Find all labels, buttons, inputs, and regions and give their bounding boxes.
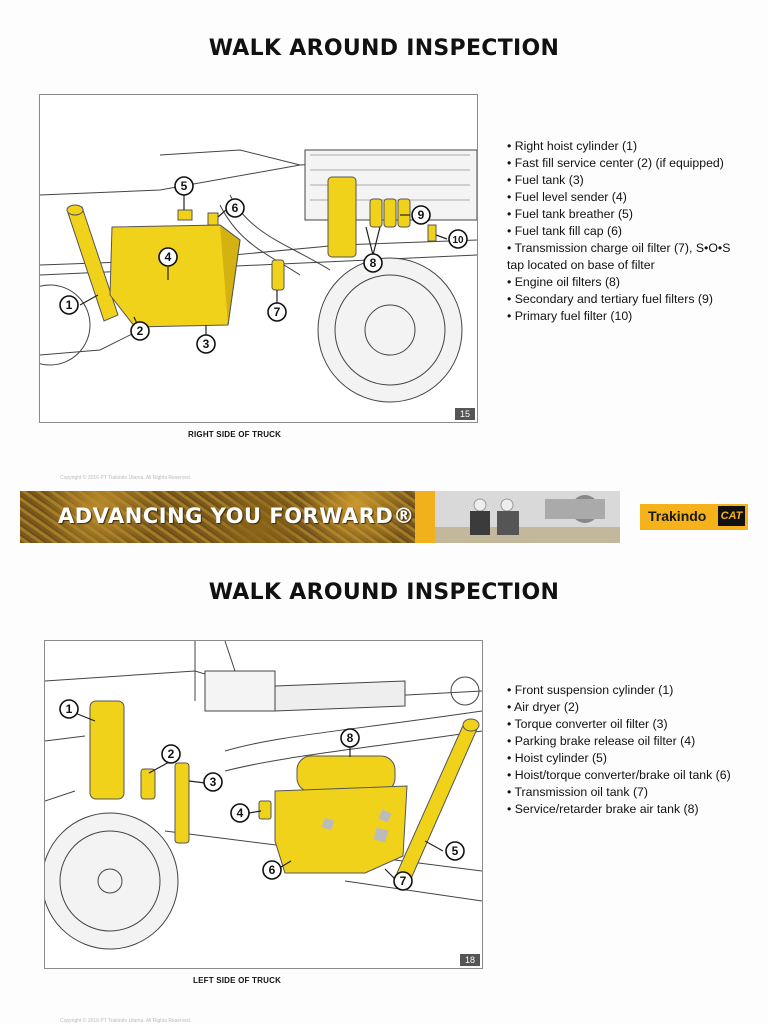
page-number: 18 <box>459 954 480 966</box>
callout-1: 1 <box>59 295 79 315</box>
svg-text:8: 8 <box>370 256 377 270</box>
slide-left-side: WALK AROUND INSPECTION <box>0 545 768 1024</box>
list-item: Parking brake release oil filter (4) <box>507 733 737 750</box>
brand-name: Trakindo <box>648 508 707 524</box>
svg-text:3: 3 <box>203 337 210 351</box>
copyright: Copyright © 2016 PT Trakindo Utama. All … <box>60 1018 192 1024</box>
list-item: Torque converter oil filter (3) <box>507 716 737 733</box>
svg-text:4: 4 <box>165 250 172 264</box>
callout-2: 2 <box>161 744 181 764</box>
brand-banner: ADVANCING YOU FORWARD® Trakindo CAT <box>20 491 748 543</box>
list-item: Fuel tank (3) <box>507 172 737 189</box>
list-item: Transmission charge oil filter (7), S•O•… <box>507 240 737 274</box>
svg-text:4: 4 <box>237 806 244 820</box>
trakindo-cat-logo: Trakindo CAT <box>620 501 748 535</box>
list-item: Primary fuel filter (10) <box>507 308 737 325</box>
callout-8: 8 <box>363 253 383 273</box>
truck-diagram-right: 1 2 3 4 5 6 7 8 9 10 15 <box>39 94 478 423</box>
list-item: Front suspension cylinder (1) <box>507 682 737 699</box>
list-item: Fuel level sender (4) <box>507 189 737 206</box>
svg-text:9: 9 <box>418 208 425 222</box>
callout-6: 6 <box>262 860 282 880</box>
list-item: Hoist/torque converter/brake oil tank (6… <box>507 767 737 784</box>
list-item: Fuel tank fill cap (6) <box>507 223 737 240</box>
workers-photo <box>435 491 620 543</box>
list-item: Secondary and tertiary fuel filters (9) <box>507 291 737 308</box>
svg-text:2: 2 <box>168 747 175 761</box>
callout-4: 4 <box>230 803 250 823</box>
list-item: Transmission oil tank (7) <box>507 784 737 801</box>
slide-title: WALK AROUND INSPECTION <box>208 36 560 61</box>
slide-right-side: WALK AROUND INSPECTION <box>0 0 768 490</box>
gold-texture-panel: ADVANCING YOU FORWARD® <box>20 491 415 543</box>
svg-text:3: 3 <box>210 775 217 789</box>
svg-text:8: 8 <box>347 731 354 745</box>
callout-7: 7 <box>393 871 413 891</box>
component-list: Front suspension cylinder (1) Air dryer … <box>507 682 737 818</box>
copyright: Copyright © 2016 PT Trakindo Utama. All … <box>60 475 192 481</box>
callout-7: 7 <box>267 302 287 322</box>
slide-title: WALK AROUND INSPECTION <box>208 580 560 605</box>
callout-5: 5 <box>174 176 194 196</box>
banner-stripe <box>415 491 435 543</box>
svg-text:6: 6 <box>232 201 239 215</box>
svg-text:1: 1 <box>66 298 73 312</box>
banner-slogan: ADVANCING YOU FORWARD® <box>58 504 415 528</box>
list-item: Fast fill service center (2) (if equippe… <box>507 155 737 172</box>
svg-text:7: 7 <box>274 305 281 319</box>
svg-text:10: 10 <box>452 235 464 246</box>
figure-caption: RIGHT SIDE OF TRUCK <box>188 430 282 439</box>
truck-illustration: 1 2 3 4 5 6 7 8 <box>45 641 482 950</box>
list-item: Fuel tank breather (5) <box>507 206 737 223</box>
truck-diagram-left: 1 2 3 4 5 6 7 8 18 <box>44 640 483 969</box>
truck-illustration: 1 2 3 4 5 6 7 8 9 10 <box>40 149 477 403</box>
figure-caption: LEFT SIDE OF TRUCK <box>193 976 282 985</box>
svg-text:5: 5 <box>452 844 459 858</box>
svg-text:6: 6 <box>269 863 276 877</box>
svg-text:2: 2 <box>137 324 144 338</box>
list-item: Service/retarder brake air tank (8) <box>507 801 737 818</box>
component-list: Right hoist cylinder (1) Fast fill servi… <box>507 138 737 325</box>
callout-8: 8 <box>340 728 360 748</box>
callout-1: 1 <box>59 699 79 719</box>
svg-text:7: 7 <box>400 874 407 888</box>
list-item: Hoist cylinder (5) <box>507 750 737 767</box>
list-item: Right hoist cylinder (1) <box>507 138 737 155</box>
callout-5: 5 <box>445 841 465 861</box>
list-item: Engine oil filters (8) <box>507 274 737 291</box>
svg-text:5: 5 <box>181 179 188 193</box>
cat-mark: CAT <box>718 506 745 526</box>
callout-4: 4 <box>158 247 178 267</box>
list-item: Air dryer (2) <box>507 699 737 716</box>
page-number: 15 <box>454 408 475 420</box>
callout-3: 3 <box>196 334 216 354</box>
callout-3: 3 <box>203 772 223 792</box>
callout-2: 2 <box>130 321 150 341</box>
svg-text:1: 1 <box>66 702 73 716</box>
callout-6: 6 <box>225 198 245 218</box>
callout-10: 10 <box>448 229 468 249</box>
callout-9: 9 <box>411 205 431 225</box>
